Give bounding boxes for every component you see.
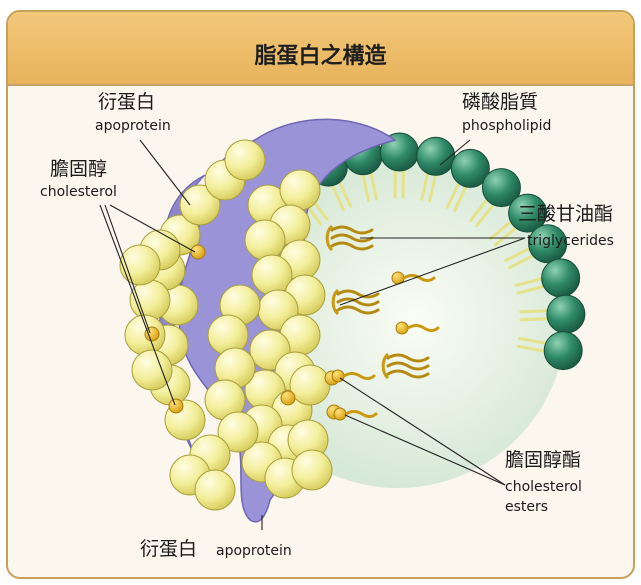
outer-sphere <box>225 140 265 180</box>
phospholipid-head <box>547 295 585 333</box>
label-cholesterol-esters-zh: 膽固醇酯 <box>505 449 581 471</box>
cholesterol-ester-head <box>332 370 344 382</box>
label-triglycerides-zh: 三酸甘油酯 <box>518 203 613 225</box>
outer-sphere <box>292 450 332 490</box>
cholesterol-ester-head <box>334 408 346 420</box>
label-triglycerides-en: triglycerides <box>527 233 614 249</box>
outer-shell-spheres <box>120 140 332 510</box>
outer-sphere <box>290 365 330 405</box>
label-apoprotein-top-en: apoprotein <box>95 118 171 134</box>
phospholipid-head <box>417 137 455 175</box>
label-cholesterol-esters-en2: esters <box>505 499 548 515</box>
label-cholesterol-zh: 膽固醇 <box>50 158 107 180</box>
outer-sphere <box>195 470 235 510</box>
outer-sphere <box>280 170 320 210</box>
cholesterol-dot <box>281 391 295 405</box>
label-apoprotein-bottom-zh: 衍蛋白 <box>140 538 197 560</box>
cholesterol-dot <box>169 399 183 413</box>
phospholipid-head <box>544 332 582 370</box>
cholesterol-dot <box>191 245 205 259</box>
label-cholesterol-en: cholesterol <box>40 184 117 200</box>
leader-apoprotein-top <box>140 140 190 205</box>
label-cholesterol-esters-en1: cholesterol <box>505 479 582 495</box>
label-phospholipid-en: phospholipid <box>462 118 551 134</box>
label-apoprotein-top-zh: 衍蛋白 <box>98 91 155 113</box>
label-phospholipid-zh: 磷酸脂質 <box>462 91 538 113</box>
phospholipid-tail <box>521 319 550 320</box>
label-apoprotein-bottom-en: apoprotein <box>216 543 292 559</box>
outer-sphere <box>132 350 172 390</box>
cholesterol-ester-head <box>396 322 408 334</box>
phospholipid-tail <box>521 311 550 312</box>
phospholipid-head <box>542 259 580 297</box>
outer-sphere <box>245 220 285 260</box>
